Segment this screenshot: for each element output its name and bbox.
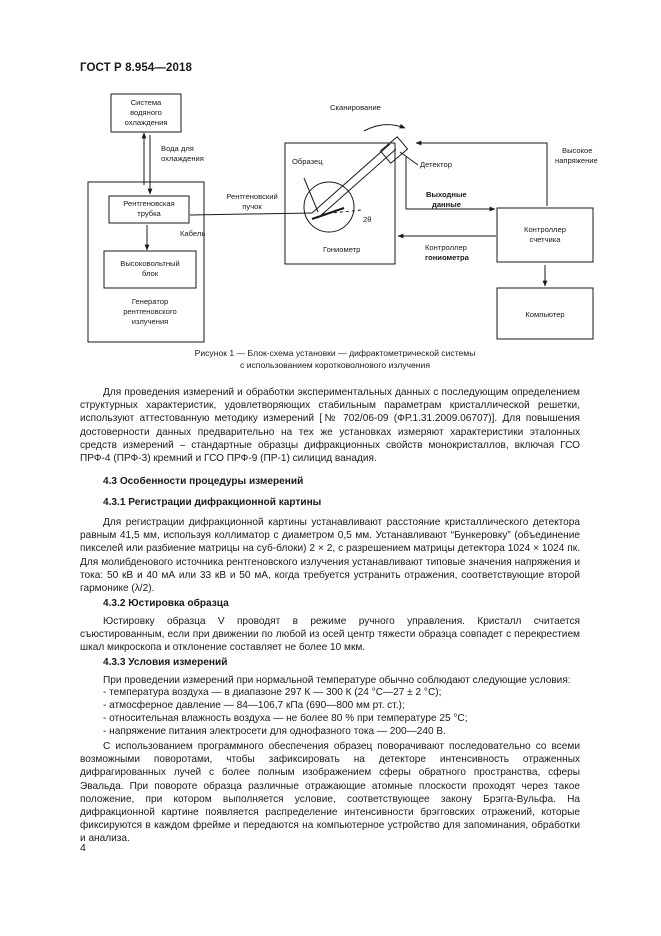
figure-caption-line-2: с использованием коротковолнового излуче… — [240, 360, 430, 370]
water-label-2: охлаждения — [161, 154, 204, 163]
sample-label: Образец — [292, 157, 323, 166]
section-heading-4-3-1: 4.3.1 Регистрации дифракционной картины — [103, 497, 322, 508]
cable-label: Кабель — [180, 229, 205, 238]
detector-arm — [311, 136, 409, 219]
counter-controller-label-1: Контроллер — [524, 225, 566, 234]
generator-label-3: излучения — [132, 317, 169, 326]
cooling-label-1: Система — [131, 98, 162, 107]
generator-label-1: Генератор — [132, 297, 168, 306]
figure-caption-line-1: Рисунок 1 — Блок-схема установки — дифра… — [194, 348, 476, 358]
detector-label: Детектор — [420, 160, 452, 169]
goniometer-box — [284, 142, 396, 265]
paragraph-registration: Для регистрации дифракционной картины ус… — [80, 517, 580, 595]
output-data-label-1: Выходные — [426, 190, 467, 199]
condition-pressure: - атмосферное давление — 84—106,7 кПа (6… — [103, 700, 405, 711]
condition-humidity: - относительная влажность воздуха — не б… — [103, 713, 468, 724]
beam-label-1: Рентгеновский — [226, 192, 277, 201]
condition-temperature: - температура воздуха — в диапазоне 297 … — [103, 687, 442, 698]
condition-voltage: - напряжение питания электросети для одн… — [103, 726, 446, 737]
hv-block-label-1: Высоковольтный — [120, 259, 179, 268]
paragraph-rotation: С использованием программного обеспечени… — [80, 741, 580, 845]
beam-label-2: пучок — [242, 202, 262, 211]
cooling-label-2: водяного — [130, 108, 162, 117]
paragraph-alignment: Юстировку образца V проводят в режиме ру… — [80, 616, 580, 654]
hv-block-box — [103, 250, 197, 289]
cooling-system-box — [110, 93, 182, 133]
generator-label-2: рентгеновского — [123, 307, 177, 316]
page-number: 4 — [80, 842, 86, 854]
tube-label-2: трубка — [137, 209, 161, 218]
sample-circle — [303, 181, 355, 233]
water-label-1: Вода для — [161, 144, 194, 153]
goniometer-controller-label-1: Контроллер — [425, 243, 467, 252]
counter-controller-box — [496, 207, 594, 263]
counter-controller-label-2: счетчика — [529, 235, 561, 244]
tube-label-1: Рентгеновская — [123, 199, 174, 208]
two-theta-label: 2θ — [363, 215, 371, 224]
computer-box — [496, 287, 594, 340]
block-diagram: Система водяного охлаждения Вода для охл… — [87, 93, 598, 343]
conditions-intro: При проведении измерений при нормальной … — [103, 675, 571, 686]
hv-supply-label-2: напряжение — [555, 156, 598, 165]
figure-caption: Рисунок 1 — Блок-схема установки — дифра… — [90, 347, 580, 371]
cooling-label-3: охлаждения — [125, 118, 168, 127]
section-heading-4-3: 4.3 Особенности процедуры измерений — [103, 476, 304, 487]
paragraph-methodology: Для проведения измерений и обработки экс… — [80, 387, 580, 465]
hv-block-label-2: блок — [142, 269, 159, 278]
goniometer-label: Гониометр — [323, 245, 360, 254]
computer-label: Компьютер — [525, 310, 564, 319]
document-header: ГОСТ Р 8.954—2018 — [80, 62, 192, 74]
section-heading-4-3-2: 4.3.2 Юстировка образца — [103, 598, 229, 609]
hv-supply-label-1: Высокое — [562, 146, 592, 155]
xray-tube-box — [108, 195, 190, 224]
section-heading-4-3-3: 4.3.3 Условия измерений — [103, 657, 228, 668]
scanning-label: Сканирование — [330, 103, 381, 112]
output-data-label-2: данные — [432, 200, 461, 209]
xray-generator-box — [87, 181, 205, 343]
goniometer-controller-label-2: гониометра — [425, 253, 470, 262]
